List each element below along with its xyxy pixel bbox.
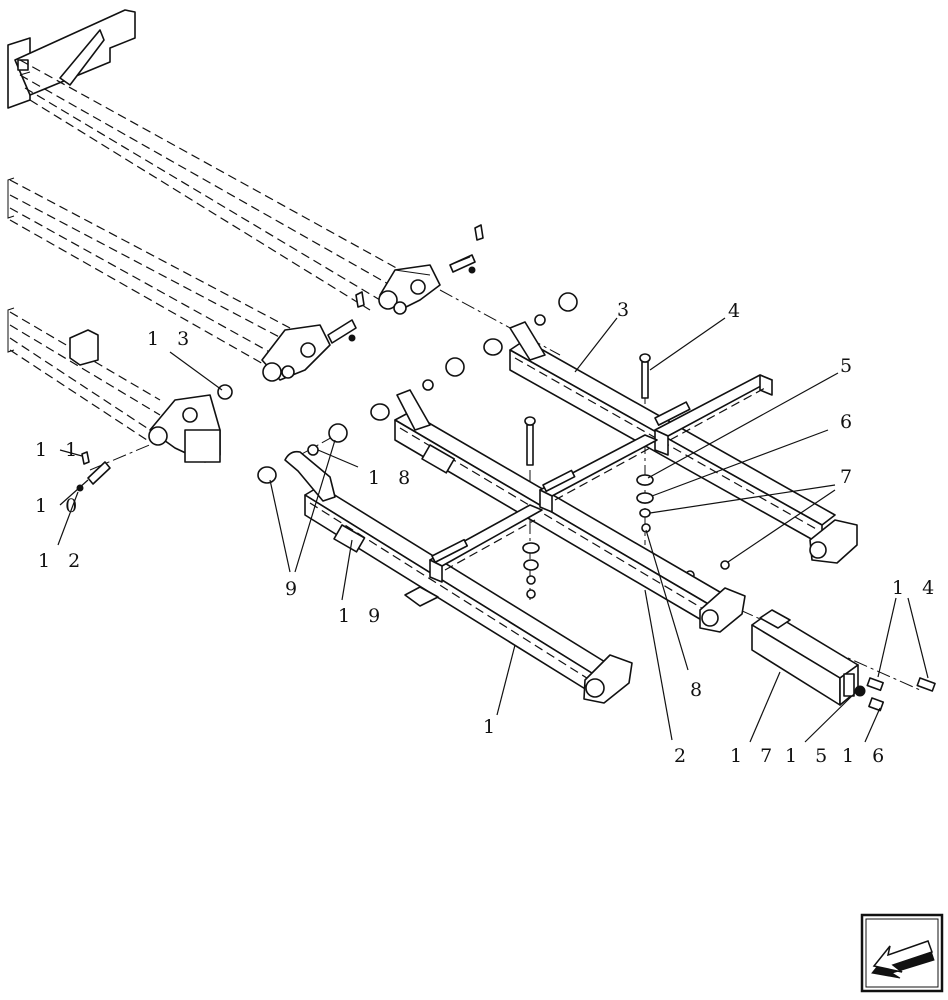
frame-member-2 — [370, 357, 746, 633]
leader-lines — [57, 317, 929, 743]
callout-labels: 1 2 3 4 5 6 7 8 9 1 0 1 1 1 2 1 3 1 4 1 … — [35, 299, 940, 767]
callout-11: 1 1 — [35, 439, 83, 461]
callout-1: 1 — [483, 716, 501, 738]
callout-18: 1 8 — [368, 467, 416, 489]
bolt-center — [524, 416, 536, 466]
callout-16: 1 6 — [842, 745, 890, 767]
frame-member-1 — [257, 423, 633, 704]
bolt-4 — [639, 353, 651, 399]
callout-13: 1 3 — [147, 328, 195, 350]
lower-hinge-bracket — [69, 329, 233, 463]
upper-hinge-bracket — [378, 264, 441, 315]
callout-4: 4 — [728, 300, 746, 322]
hardware-stack-lower — [522, 542, 540, 599]
callout-12: 1 2 — [38, 550, 86, 572]
callout-2: 2 — [674, 745, 692, 767]
callout-14: 1 4 — [892, 577, 940, 599]
cross-tube-upper — [654, 374, 773, 456]
middle-hinge-pin — [327, 291, 365, 344]
cross-tube-lower — [429, 504, 543, 583]
middle-hinge-bracket — [261, 324, 331, 382]
callout-8: 8 — [690, 679, 708, 701]
callout-3: 3 — [617, 299, 635, 321]
extension-tube-17 — [751, 609, 859, 706]
callout-7: 7 — [840, 466, 858, 488]
cross-tube-middle — [539, 434, 658, 513]
arrow-back-icon[interactable] — [860, 913, 944, 993]
upper-hinge-pin — [449, 224, 484, 274]
main-frame-section — [7, 9, 136, 109]
callout-15: 1 5 — [785, 745, 833, 767]
callout-9: 9 — [285, 578, 303, 600]
hidden-frame-rails — [7, 59, 401, 443]
callout-17: 1 7 — [730, 745, 778, 767]
callout-10: 1 0 — [35, 495, 83, 517]
callout-19: 1 9 — [338, 605, 386, 627]
hardware-14-16 — [854, 677, 936, 712]
callout-5: 5 — [840, 355, 858, 377]
callout-6: 6 — [840, 411, 858, 433]
lower-hinge-pin — [76, 451, 111, 492]
